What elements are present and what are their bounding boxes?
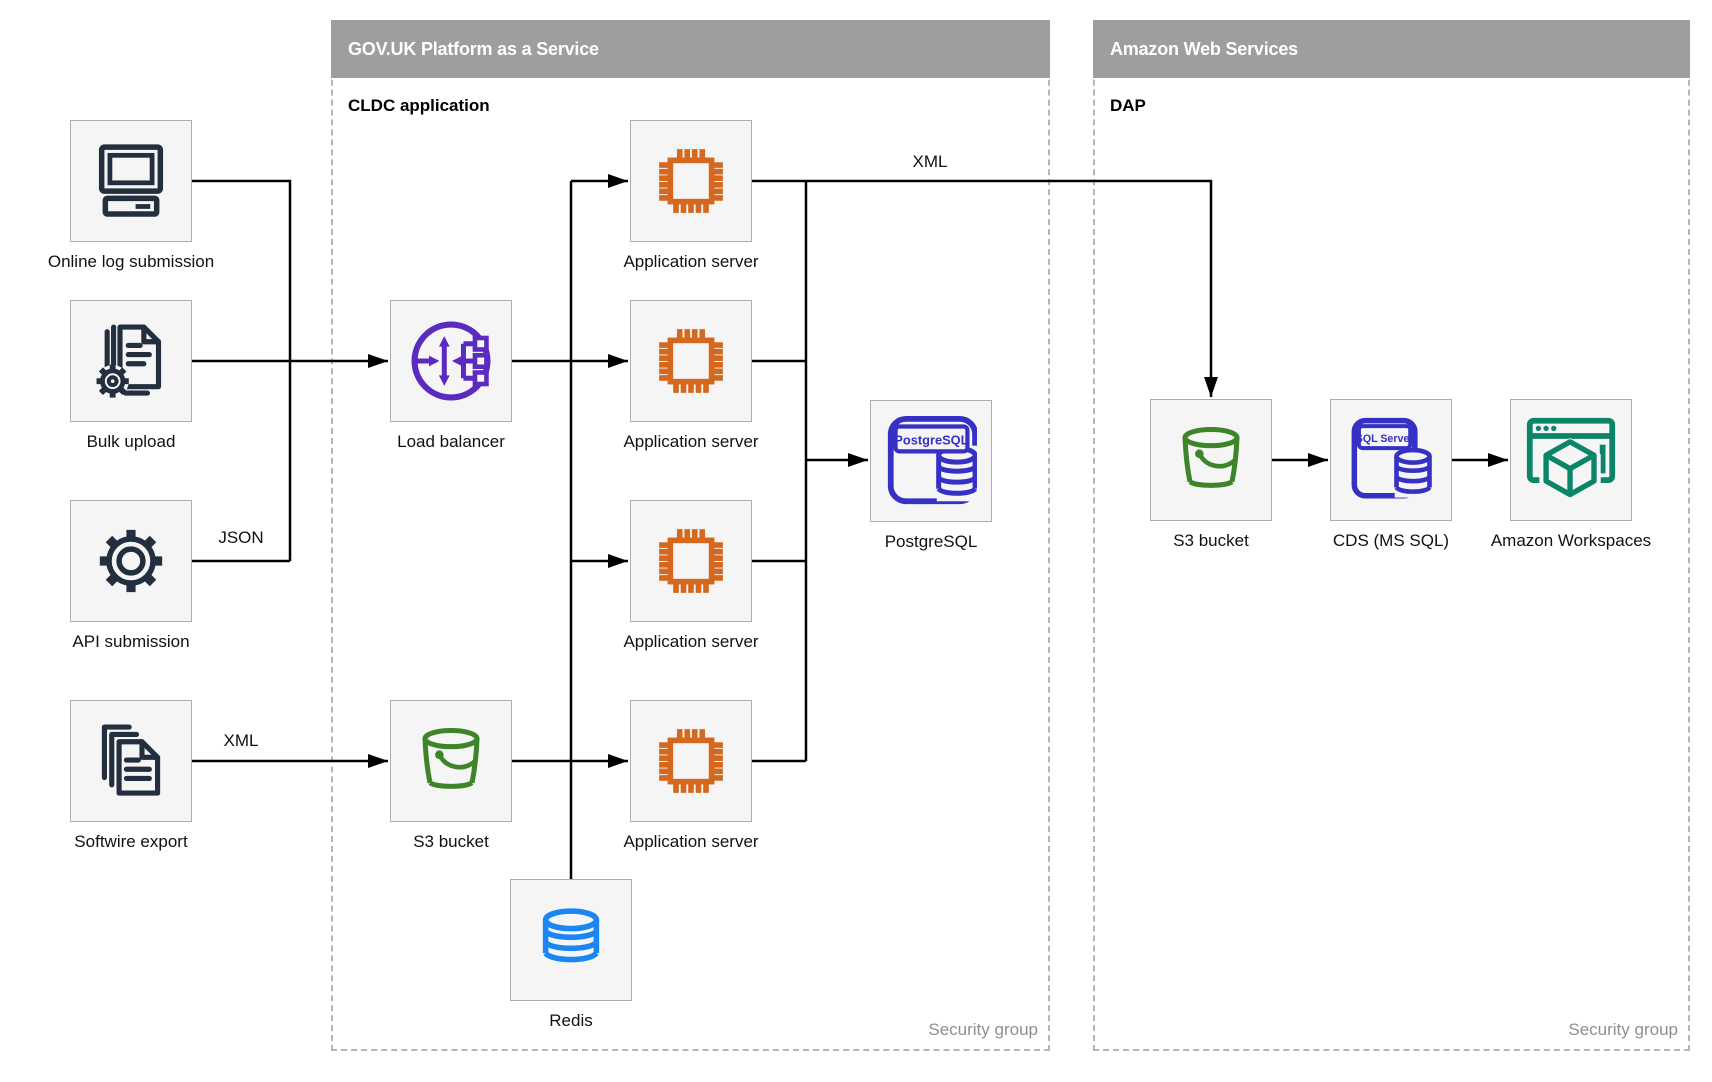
edge-label-xml-to-dap: XML	[912, 152, 948, 171]
node-api-submission[interactable]	[70, 500, 192, 622]
gear-icon	[99, 529, 163, 593]
aws-subtitle: DAP	[1110, 96, 1146, 115]
computer-icon	[98, 144, 164, 217]
node-s3-bucket-aws[interactable]	[1150, 399, 1272, 521]
node-amazon-workspaces[interactable]	[1510, 399, 1632, 521]
edge-app-collector	[752, 181, 808, 763]
node-application-server-4[interactable]	[630, 700, 752, 822]
container-aws-header[interactable]: Amazon Web Services	[1093, 20, 1690, 78]
container-aws: Amazon Web Services	[1093, 20, 1690, 1051]
node-label: API submission	[72, 632, 190, 651]
node-cds-ms-sql[interactable]: SQL Server	[1330, 399, 1452, 521]
node-label: Redis	[549, 1011, 593, 1030]
edge-xml-to-aws-s3	[752, 179, 1218, 397]
node-softwire-export[interactable]	[70, 700, 192, 822]
sql-server-icon-text: SQL Server	[1356, 433, 1414, 445]
node-label: Application server	[623, 252, 759, 271]
node-label: PostgreSQL	[884, 532, 978, 551]
chip-icon	[659, 729, 723, 793]
node-online-log-submission[interactable]	[70, 120, 192, 242]
document-gear-icon	[96, 324, 162, 398]
postgresql-icon-text: PostgreSQL	[894, 433, 968, 448]
node-label: Application server	[623, 832, 759, 851]
node-application-server-1[interactable]	[630, 120, 752, 242]
container-govuk-paas-header[interactable]: GOV.UK Platform as a Service	[331, 20, 1050, 78]
workspaces-icon	[1526, 417, 1616, 504]
node-label: S3 bucket	[1173, 531, 1249, 550]
chip-icon	[659, 329, 723, 393]
node-bulk-upload[interactable]	[70, 300, 192, 422]
node-load-balancer[interactable]	[390, 300, 512, 422]
node-label: CDS (MS SQL)	[1332, 531, 1450, 550]
chip-icon	[659, 529, 723, 593]
chip-icon	[659, 149, 723, 213]
node-postgresql[interactable]: PostgreSQL	[870, 400, 992, 522]
paas-subtitle: CLDC application	[348, 96, 490, 115]
node-label: S3 bucket	[413, 832, 489, 851]
node-label: Application server	[623, 632, 759, 651]
load-balancer-icon	[411, 321, 491, 401]
node-label: Application server	[623, 432, 759, 451]
node-label: Load balancer	[397, 432, 505, 451]
node-label: Bulk upload	[86, 432, 176, 451]
aws-security-group-label: Security group	[1568, 1020, 1678, 1039]
node-s3-bucket-paas[interactable]	[390, 700, 512, 822]
edge-merge-sources	[192, 179, 292, 563]
node-application-server-2[interactable]	[630, 300, 752, 422]
node-label: Online log submission	[47, 252, 215, 271]
container-govuk-paas: GOV.UK Platform as a Service	[331, 20, 1050, 1051]
node-label: Softwire export	[74, 832, 188, 851]
postgresql-icon: PostgreSQL	[887, 415, 977, 505]
documents-icon	[101, 724, 161, 796]
edge-label-json: JSON	[218, 528, 264, 547]
paas-security-group-label: Security group	[928, 1020, 1038, 1039]
sql-server-icon: SQL Server	[1351, 417, 1435, 499]
edge-label-xml-softwire: XML	[223, 731, 259, 750]
node-label: Amazon Workspaces	[1490, 531, 1652, 550]
node-redis[interactable]	[510, 879, 632, 1001]
redis-database-icon	[542, 908, 600, 963]
node-application-server-3[interactable]	[630, 500, 752, 622]
bucket-icon	[1182, 427, 1240, 488]
bucket-icon	[422, 728, 480, 789]
